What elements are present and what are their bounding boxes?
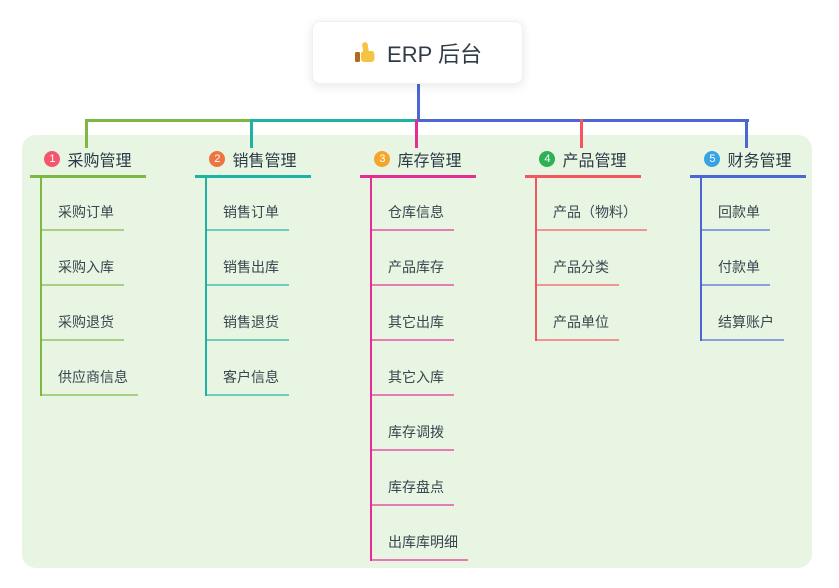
branches-background-panel [22, 135, 812, 568]
branch-vertical-line [205, 178, 207, 396]
connector-finance-line [417, 119, 749, 122]
branch-sales: 2 销售管理 销售订单销售出库销售退货客户信息 [195, 119, 311, 396]
child-node[interactable]: 客户信息 [205, 367, 289, 396]
connector-drop [745, 119, 748, 148]
branch-number-badge: 5 [704, 151, 721, 167]
child-node[interactable]: 采购入库 [40, 257, 124, 286]
branch-node-sales[interactable]: 2 销售管理 [195, 148, 311, 178]
root-node[interactable]: ERP 后台 [312, 21, 523, 84]
branch-vertical-line [40, 178, 42, 396]
branch-product: 4 产品管理 产品（物料） 产品分类产品单位 [525, 119, 647, 341]
child-node[interactable]: 其它出库 [370, 312, 454, 341]
branch-node-product[interactable]: 4 产品管理 [525, 148, 641, 178]
branch-vertical-line [535, 178, 537, 341]
branch-vertical-line [370, 178, 372, 561]
branch-title: 采购管理 [67, 153, 132, 170]
child-node[interactable]: 结算账户 [700, 312, 784, 341]
branch-node-inventory[interactable]: 3 库存管理 [360, 148, 476, 178]
connector-drop [415, 119, 418, 148]
branch-number-badge: 2 [209, 151, 226, 167]
branch-node-finance[interactable]: 5 财务管理 [690, 148, 806, 178]
connector-drop [250, 119, 253, 148]
child-node[interactable]: 付款单 [700, 257, 770, 286]
child-node[interactable]: 采购退货 [40, 312, 124, 341]
child-node[interactable]: 仓库信息 [370, 202, 454, 231]
child-node[interactable]: 库存盘点 [370, 477, 454, 506]
branch-title: 库存管理 [397, 153, 462, 170]
branch-number-badge: 3 [374, 151, 391, 167]
child-node[interactable]: 销售出库 [205, 257, 289, 286]
branch-node-purchase[interactable]: 1 采购管理 [30, 148, 146, 178]
branch-title: 销售管理 [232, 153, 297, 170]
thumbs-up-icon [355, 41, 375, 62]
child-node[interactable]: 出库库明细 [370, 532, 468, 561]
root-label: ERP 后台 [387, 41, 482, 67]
branch-title: 产品管理 [562, 153, 627, 170]
branch-finance: 5 财务管理 回款单付款单结算账户 [690, 119, 806, 341]
connector-drop [85, 119, 88, 148]
child-node[interactable]: 产品分类 [535, 257, 619, 286]
child-node[interactable]: 销售订单 [205, 202, 289, 231]
child-node[interactable]: 产品单位 [535, 312, 619, 341]
child-node[interactable]: 销售退货 [205, 312, 289, 341]
child-node[interactable]: 其它入库 [370, 367, 454, 396]
child-node[interactable]: 库存调拨 [370, 422, 454, 451]
branch-number-badge: 4 [539, 151, 556, 167]
branch-inventory: 3 库存管理 仓库信息产品库存其它出库其它入库库存调拨库存盘点出库库明细 [360, 119, 476, 561]
child-node[interactable]: 回款单 [700, 202, 770, 231]
branch-purchase: 1 采购管理 采购订单采购入库采购退货供应商信息 [30, 119, 146, 396]
connector-drop [580, 119, 583, 148]
child-node[interactable]: 产品（物料） [535, 202, 647, 231]
child-node[interactable]: 产品库存 [370, 257, 454, 286]
branch-title: 财务管理 [727, 153, 792, 170]
child-node[interactable]: 供应商信息 [40, 367, 138, 396]
child-node[interactable]: 采购订单 [40, 202, 124, 231]
branch-vertical-line [700, 178, 702, 341]
branch-number-badge: 1 [44, 151, 61, 167]
connector-sales-line [251, 119, 420, 122]
root-connector-line [417, 82, 420, 122]
